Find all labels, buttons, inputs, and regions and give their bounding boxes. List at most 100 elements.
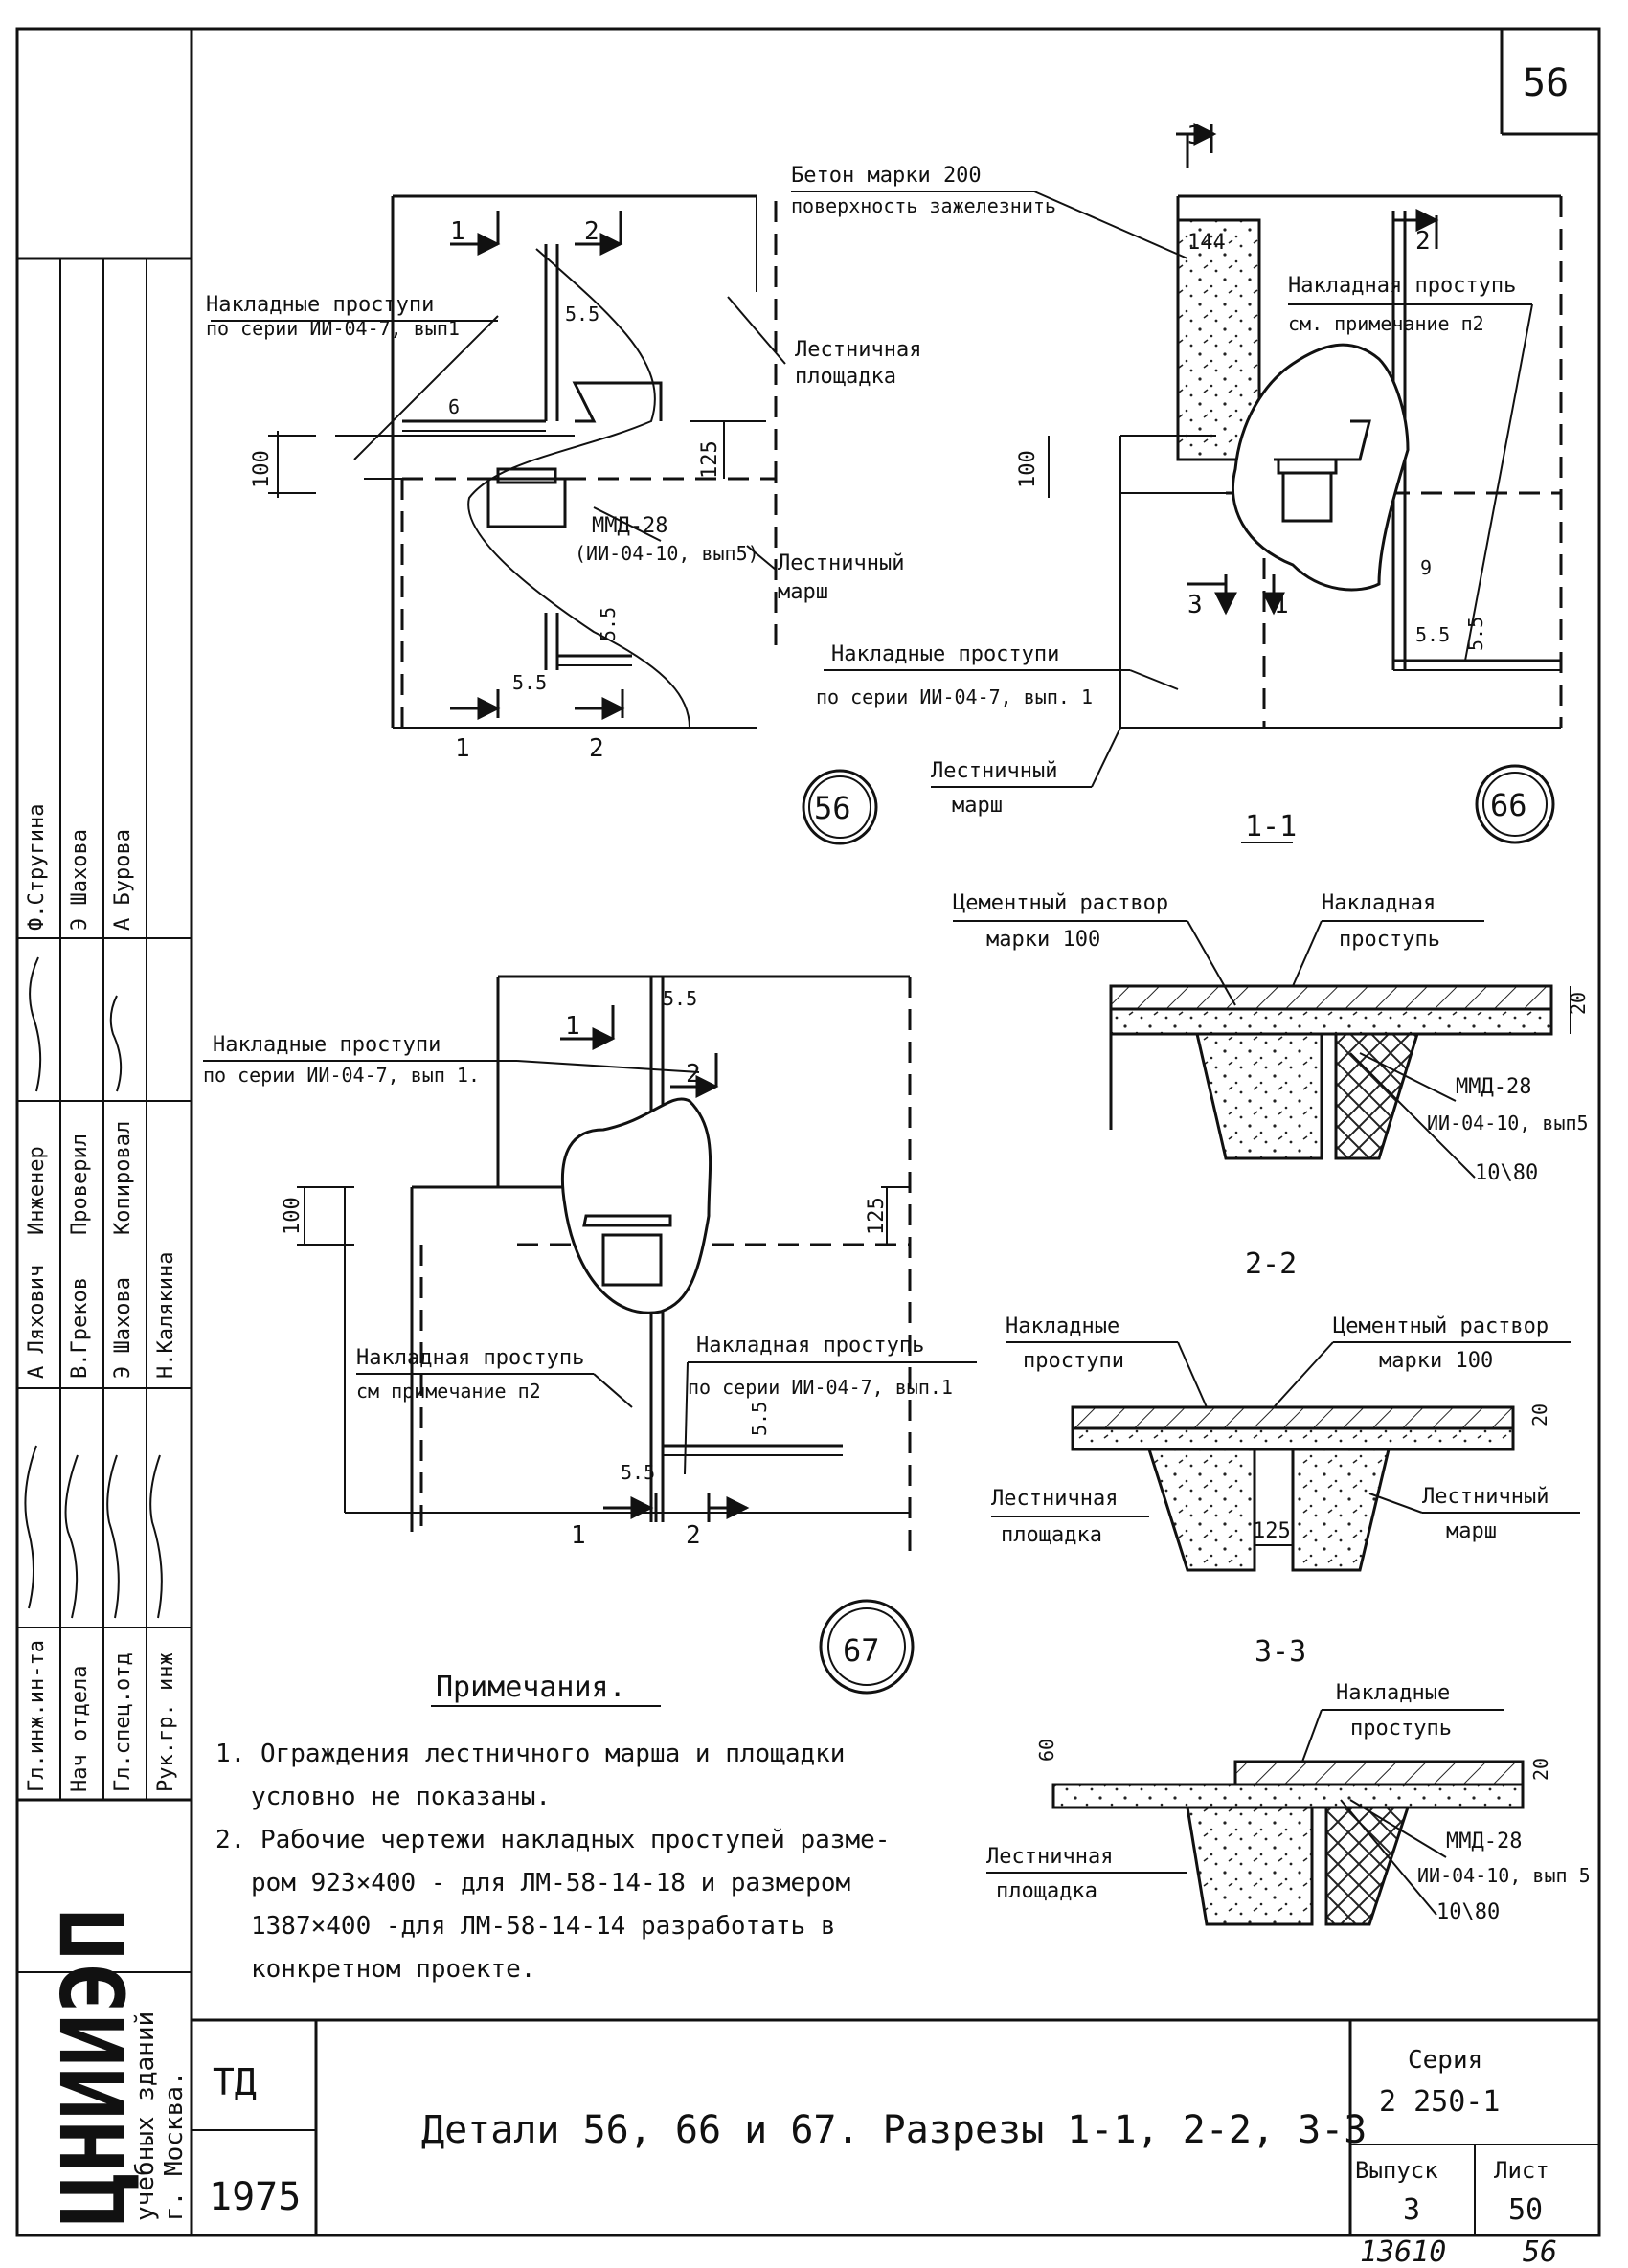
sec22-landing: Лестничная <box>991 1487 1118 1511</box>
detail-67-nakl-series: по серии ИИ-04-7, вып 1. <box>203 1064 480 1087</box>
detail-66: Бетон марки 200 поверхность зажелезнить … <box>791 122 1563 844</box>
left-margin-frame <box>15 27 193 2237</box>
year: 1975 <box>209 2175 301 2219</box>
concrete-label2: поверхность зажелезнить <box>791 194 1056 217</box>
dim-125: 125 <box>1253 1519 1291 1543</box>
sec33-mmd: ММД-28 <box>1446 1830 1522 1853</box>
section-3-3-title: 3-3 <box>1255 1635 1306 1669</box>
stamp-role2-1: Инженер <box>25 1146 49 1235</box>
stamp-name-2: В.Греков <box>68 1277 92 1379</box>
concrete-label: Бетон марки 200 <box>791 164 982 188</box>
stamp-role2-3: Копировал <box>111 1121 135 1235</box>
section-2-2-detail: 2-2 Накладные проступи Цементный раствор… <box>991 1247 1580 1572</box>
stamp-name2-3: А Бурова <box>111 829 135 931</box>
sec22-landing2: площадка <box>1001 1523 1102 1547</box>
sec33-mmd-series: ИИ-04-10, вып 5 <box>1417 1864 1591 1887</box>
stamp-name2-1: Ф.Стругина <box>25 804 49 931</box>
org-name-line1: учебных зданий <box>131 2011 160 2221</box>
note-line-5: 1387×400 -для ЛМ-58-14-14 разработать в <box>251 1912 835 1941</box>
stamp-name-1: А Ляхович <box>25 1265 49 1379</box>
detail-67-nakl: Накладные проступи <box>213 1033 441 1057</box>
detail-67-id: 67 <box>843 1632 880 1669</box>
sec11-mmd: ММД-28 <box>1456 1075 1531 1099</box>
list-value: 50 <box>1508 2193 1543 2227</box>
note-line-1: 1. Ограждения лестничного марша и площад… <box>215 1740 845 1768</box>
stamp-name-3: Э Шахова <box>111 1277 135 1379</box>
dim-144: 144 <box>1187 231 1226 255</box>
detail-66-id: 66 <box>1490 787 1527 823</box>
sec11-mmd-series: ИИ-04-10, вып5 <box>1427 1112 1589 1134</box>
signature <box>64 1454 79 1619</box>
stamp-name-4: Н.Калякина <box>154 1252 178 1379</box>
detail-66-nakl-note: см. примечание п2 <box>1288 312 1484 335</box>
section-mark-3: 3 <box>1187 122 1203 150</box>
signature <box>24 1445 37 1609</box>
sec11-weld: 10\80 <box>1475 1161 1538 1185</box>
archive-page: 56 <box>1523 2235 1557 2268</box>
org-logo: ЦНИИЭП <box>43 1908 146 2226</box>
section-1-1-detail: Цементный раствор марки 100 Накладная пр… <box>953 891 1590 1185</box>
sheet-title: Детали 56, 66 и 67. Разрезы 1-1, 2-2, 3-… <box>421 2108 1367 2152</box>
dim-100: 100 <box>281 1197 305 1235</box>
vypusk-label: Выпуск <box>1355 2157 1438 2184</box>
detail-56: 56 Накладные проступи по серии ИИ-04-7, … <box>206 194 921 845</box>
sec22-cement: Цементный раствор <box>1333 1314 1549 1338</box>
list-label: Лист <box>1494 2157 1549 2184</box>
sec33-nakl: Накладные <box>1336 1681 1450 1705</box>
note-line-4: ром 923×400 - для ЛМ-58-14-18 и размером <box>251 1869 850 1897</box>
dim-5-5: 5.5 <box>512 671 547 694</box>
sec22-flight2: марш <box>1446 1519 1497 1543</box>
page-number: 56 <box>1523 61 1569 105</box>
note-line-2: условно не показаны. <box>251 1783 551 1811</box>
sec22-nakl: Накладные <box>1006 1314 1119 1338</box>
stamp-role-3: Гл.спец.отд <box>111 1652 135 1792</box>
section-mark-1: 1 <box>565 1012 580 1041</box>
dim-60: 60 <box>1035 1739 1058 1762</box>
detail-56-id: 56 <box>814 790 851 826</box>
note-line-3: 2. Рабочие чертежи накладных проступей р… <box>215 1826 890 1854</box>
detail-56-landing-label2: площадка <box>795 365 896 389</box>
sec33-weld: 10\80 <box>1436 1900 1500 1924</box>
section-mark-1: 1 <box>450 217 465 246</box>
stamp-role-1: Гл.инж.ин-та <box>25 1640 49 1792</box>
sec33-landing: Лестничная <box>986 1845 1113 1869</box>
stamp-name2-2: Э Шахова <box>68 829 92 931</box>
dim-5-5: 5.5 <box>597 607 620 641</box>
stamp-role-4: Рук.гр. инж <box>154 1652 178 1792</box>
notes-title: Примечания. <box>436 1671 626 1704</box>
sec22-flight: Лестничный <box>1422 1485 1549 1509</box>
dim-125: 125 <box>698 440 722 479</box>
detail-67-nakl-b: Накладная проступь <box>696 1334 924 1358</box>
dim-125: 125 <box>865 1197 889 1235</box>
detail-66-nakl-m: Накладные проступи <box>831 642 1059 666</box>
signature <box>29 956 42 1092</box>
section-mark-2: 2 <box>1415 227 1431 256</box>
dim-6: 6 <box>448 395 460 418</box>
sec11-cement: Цементный раствор <box>953 891 1168 915</box>
sec33-landing2: площадка <box>996 1879 1097 1903</box>
vypusk-value: 3 <box>1403 2193 1420 2227</box>
sec33-nakl2: проступь <box>1350 1717 1452 1740</box>
dim-5-5: 5.5 <box>1464 617 1487 651</box>
signature <box>149 1454 163 1619</box>
td-label: ТД <box>213 2061 257 2103</box>
detail-67: Накладные проступи по серии ИИ-04-7, вып… <box>203 975 977 1695</box>
detail-66-flight2: марш <box>952 794 1003 818</box>
dim-20: 20 <box>1528 1403 1551 1426</box>
sec22-cement-grade: марки 100 <box>1379 1349 1493 1373</box>
stamp-role-2: Нач отдела <box>68 1666 92 1792</box>
dim-100: 100 <box>1016 450 1040 488</box>
seriya-label: Серия <box>1408 2046 1482 2075</box>
section-mark-1: 1 <box>455 734 470 763</box>
sec11-cement-grade: марки 100 <box>986 928 1100 952</box>
section-3-3-detail: 3-3 Накладные проступь 60 20 Лестничная … <box>986 1635 1591 1926</box>
detail-67-nakl-b-series: по серии ИИ-04-7, вып.1 <box>688 1376 953 1399</box>
sec11-nakl: Накладная <box>1322 891 1436 915</box>
dim-5-5: 5.5 <box>565 303 599 326</box>
detail-56-nakl-series: по серии ИИ-04-7, вып1 <box>206 317 460 340</box>
sec22-nakl2: проступи <box>1023 1349 1124 1373</box>
section-mark-2: 2 <box>589 734 604 763</box>
dim-5-5: 5.5 <box>1415 623 1450 646</box>
